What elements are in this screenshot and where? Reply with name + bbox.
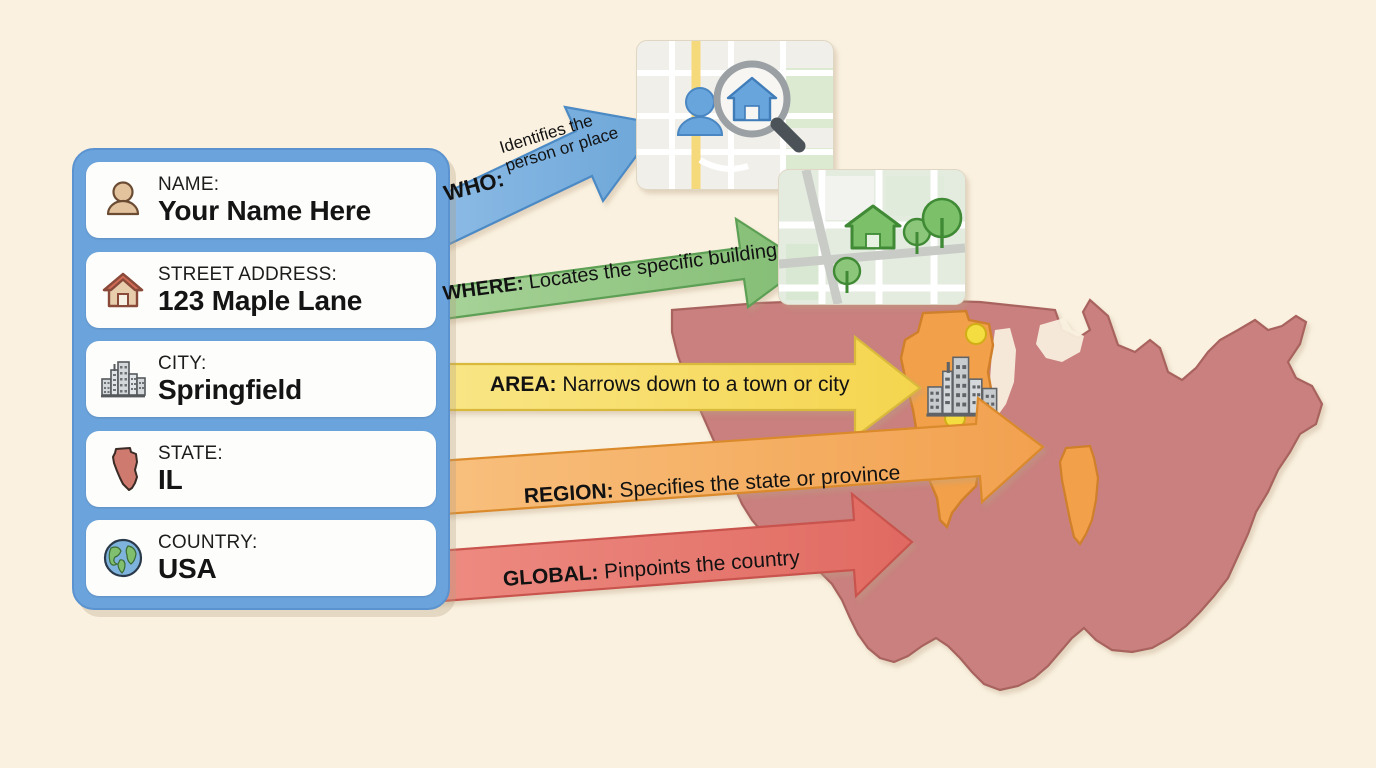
state-marker-dot	[965, 323, 987, 345]
address-card: NAME: Your Name Here STREET ADDRESS: 123…	[72, 148, 450, 610]
state-icon	[100, 446, 146, 492]
address-row-country[interactable]: COUNTRY: USA	[86, 520, 436, 596]
tree-icon	[832, 256, 862, 293]
address-value-name: Your Name Here	[158, 195, 371, 226]
house-icon	[726, 76, 778, 122]
address-label-city: CITY:	[158, 353, 207, 374]
arrow-global	[422, 491, 914, 604]
arrow-where	[422, 216, 808, 323]
arrow-region	[422, 395, 1045, 517]
address-row-city[interactable]: CITY: Springfield	[86, 341, 436, 417]
address-label-state: STATE:	[158, 442, 223, 464]
address-row-name[interactable]: NAME: Your Name Here	[86, 162, 436, 238]
address-row-state[interactable]: STATE: IL	[86, 430, 436, 507]
globe-icon	[100, 535, 146, 581]
arrow-area	[422, 334, 922, 440]
address-value-city: Springfield	[158, 374, 303, 405]
address-value-state: IL	[158, 463, 183, 495]
house-icon	[844, 204, 902, 250]
great-lakes-cutout	[1036, 318, 1084, 362]
person-icon	[676, 87, 724, 136]
address-value-street: 123 Maple Lane	[158, 284, 363, 316]
address-label-name: NAME:	[158, 174, 220, 195]
illinois-shape-secondary	[1058, 444, 1100, 546]
person-icon	[100, 177, 146, 223]
us-map	[670, 298, 1324, 692]
address-label-street: STREET ADDRESS:	[158, 263, 337, 285]
address-label-country: COUNTRY:	[158, 532, 258, 553]
tree-icon	[921, 197, 963, 248]
address-value-country: USA	[158, 553, 217, 584]
house-icon	[100, 267, 146, 313]
arrow-who	[418, 105, 662, 252]
neighborhood-map-thumbnail	[778, 169, 966, 305]
address-row-street[interactable]: STREET ADDRESS: 123 Maple Lane	[86, 251, 436, 328]
street-map-thumbnail	[636, 40, 834, 190]
city-icon	[100, 356, 146, 402]
